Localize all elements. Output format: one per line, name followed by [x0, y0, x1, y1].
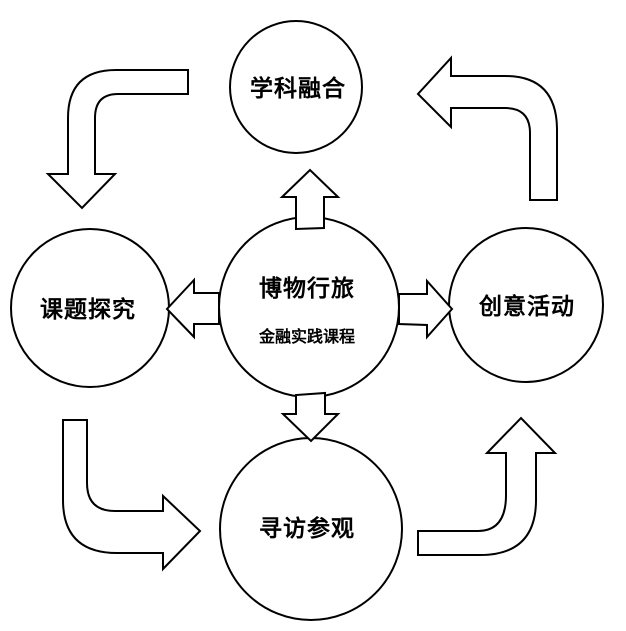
node-label-top: 学科融合 [250, 76, 346, 102]
cycle-arrow-bottom-left [62, 419, 202, 572]
node-label-bottom: 寻访参观 [259, 516, 355, 542]
center-circle [218, 216, 400, 398]
center-subtitle: 金融实践课程 [258, 327, 356, 346]
connector-arrow-up [279, 168, 341, 231]
connector-arrow-left [165, 277, 220, 340]
cycle-arrow-bottom-right [417, 416, 558, 556]
node-label-left: 课题探究 [40, 297, 136, 323]
node-circle-top [229, 20, 363, 154]
node-label-right: 创意活动 [479, 294, 575, 320]
connector-arrow-right [398, 278, 454, 340]
cycle-arrow-top-left [45, 69, 189, 210]
connector-arrow-down [280, 391, 341, 443]
cycle-arrow-top-right [416, 55, 558, 201]
center-title: 博物行旅 [259, 276, 355, 302]
